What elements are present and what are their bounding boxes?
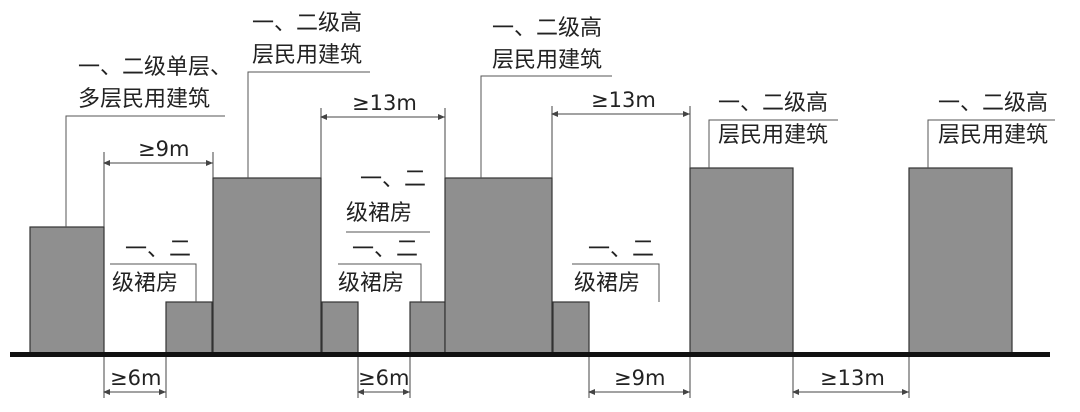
dim1-text: ≥9m	[138, 137, 189, 161]
podium-upper-label-line2: 级裙房	[346, 201, 412, 226]
lowrise-label-line1: 一、二级单层、	[78, 55, 232, 80]
highrise1-leader	[247, 71, 370, 178]
lowrise-label-line2: 多层民用建筑	[78, 87, 210, 112]
podium-4	[552, 301, 590, 354]
highrise2-leader	[480, 75, 612, 178]
podium-3	[409, 301, 446, 354]
podium2-leader	[338, 263, 422, 302]
podium3-leader	[572, 263, 660, 302]
highrise-building-3	[689, 167, 794, 354]
highrise4-leader	[927, 119, 1055, 168]
highrise4-label-line1: 一、二级高	[938, 91, 1048, 116]
podium1-label-line1: 一、二	[125, 237, 191, 262]
podium3-label-line1: 一、二	[588, 237, 654, 262]
dim7-text: ≥13m	[820, 366, 885, 390]
highrise2-label-line2: 层民用建筑	[492, 48, 602, 73]
highrise-building-2	[444, 177, 553, 354]
highrise3-leader	[708, 119, 838, 168]
podium-upper-label-line1: 一、二	[360, 167, 426, 192]
highrise1-label-line2: 层民用建筑	[252, 43, 362, 68]
podium-2	[321, 301, 359, 354]
dim5-text: ≥6m	[358, 366, 409, 390]
podium1-label-line2: 级裙房	[112, 271, 178, 296]
podium1-leader	[110, 263, 197, 302]
highrise1-label-line1: 一、二级高	[252, 11, 362, 36]
ground-line	[10, 352, 1050, 357]
highrise3-label-line1: 一、二级高	[718, 91, 828, 116]
dim6-text: ≥9m	[614, 366, 665, 390]
highrise2-label-line1: 一、二级高	[492, 16, 602, 41]
highrise-building-1	[212, 177, 322, 354]
highrise4-label-line2: 层民用建筑	[938, 123, 1048, 148]
dim4-text: ≥6m	[110, 366, 161, 390]
highrise-building-4	[908, 167, 1013, 354]
podium2-label-line2: 级裙房	[338, 271, 404, 296]
podium-1	[165, 301, 213, 354]
podium2-label-line1: 一、二	[352, 237, 418, 262]
podium3-label-line2: 级裙房	[574, 271, 640, 296]
lowrise-building	[29, 226, 105, 354]
highrise3-label-line2: 层民用建筑	[718, 123, 828, 148]
dim2-text: ≥13m	[352, 91, 417, 115]
dim3-text: ≥13m	[591, 88, 656, 112]
lowrise-leader	[65, 115, 225, 227]
